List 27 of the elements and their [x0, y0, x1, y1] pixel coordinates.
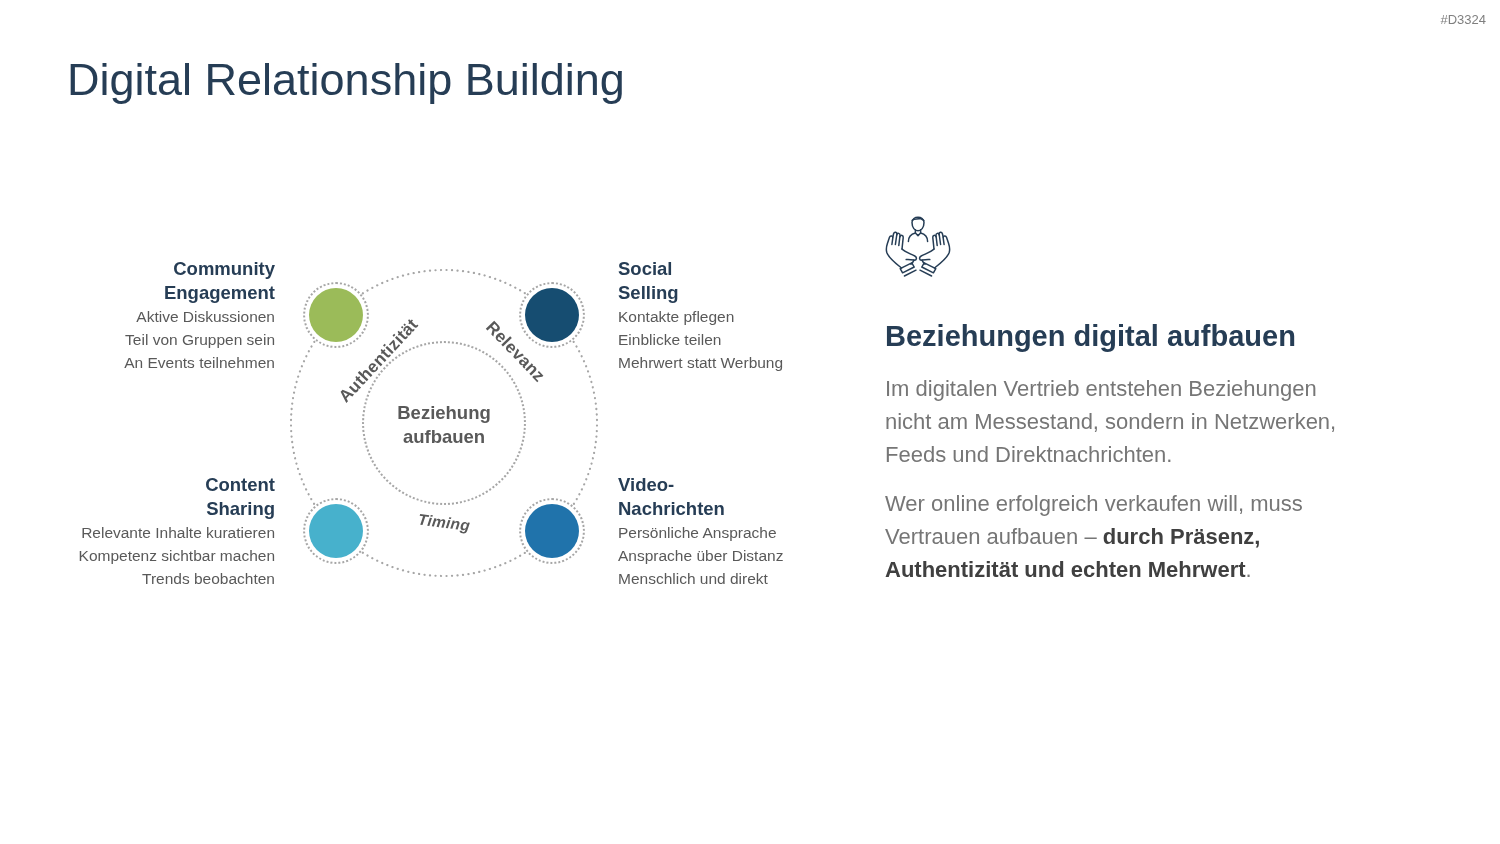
topic-heading: Content Sharing — [205, 473, 275, 521]
dotted-arc-connector — [572, 340, 598, 506]
topic-point: Trends beobachten — [142, 569, 275, 589]
topic-point: Menschlich und direkt — [618, 569, 768, 589]
center-label: Beziehung aufbauen — [397, 402, 492, 449]
body-paragraph: Im digitalen Vertrieb entstehen Beziehungen nicht am Messestand, sondern in Netzwerken, Feeds und Direktnachrichten. — [885, 375, 1338, 469]
topic-point: Persönliche Ansprache — [618, 523, 777, 543]
section-heading: Beziehungen digital aufbauen — [885, 319, 1296, 354]
dotted-arc-connector — [361, 269, 527, 295]
topic-point: Kompetenz sichtbar machen — [78, 546, 275, 566]
topic-heading: Social Selling — [618, 257, 679, 305]
document-id: #D3324 — [1440, 12, 1486, 28]
topic-point: Aktive Diskussionen — [136, 307, 275, 327]
topic-point: Relevante Inhalte kuratieren — [81, 523, 275, 543]
topic-point: Teil von Gruppen sein — [125, 330, 275, 350]
topic-point: Mehrwert statt Werbung — [618, 353, 784, 373]
topic-point: Einblicke teilen — [618, 330, 722, 350]
dotted-arc-connector — [290, 340, 316, 506]
diagram-title: Digital Relationship Building — [67, 53, 625, 107]
arc-label: Timing — [416, 510, 472, 536]
topic-heading: Community Engagement — [163, 257, 275, 305]
body-paragraph: Wer online erfolgreich verkaufen will, muss Vertrauen aufbauen – durch Präsenz, Authentizität und echten Mehrwert. — [885, 490, 1304, 584]
dotted-arc-connector — [361, 551, 527, 577]
topic-heading: Video-Nachrichten — [618, 473, 725, 521]
topic-point: Kontakte pflegen — [618, 307, 735, 327]
topic-point: Ansprache über Distanz — [618, 546, 784, 566]
topic-point: An Events teilnehmen — [124, 353, 275, 373]
